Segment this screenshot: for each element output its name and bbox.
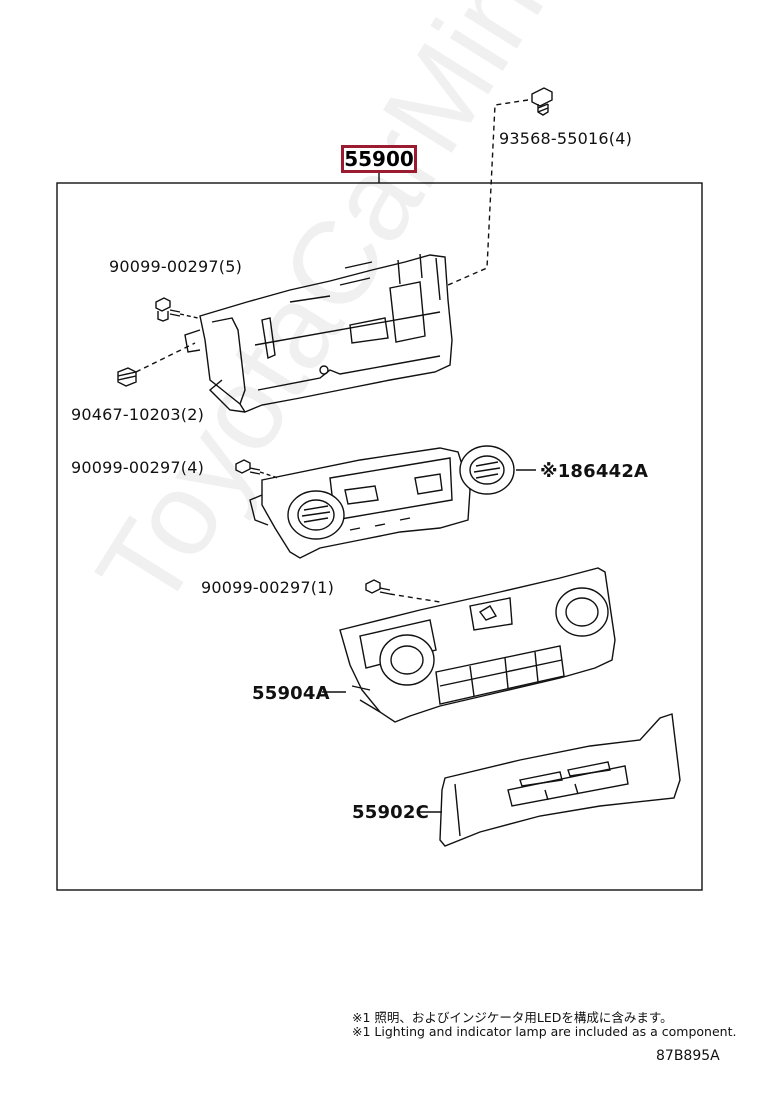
callout-bezel[interactable]: 55902C (352, 802, 430, 823)
assembly-part-number[interactable]: 55900 (341, 145, 417, 173)
pin-bracket-icon (117, 367, 137, 387)
callout-screw-top[interactable]: 93568-55016(4) (499, 129, 633, 148)
callout-screw-panel[interactable]: 90099-00297(1) (201, 578, 335, 597)
note-english: ※1 Lighting and indicator lamp are inclu… (352, 1024, 737, 1039)
callout-pin-bracket[interactable]: 90467-10203(2) (71, 405, 205, 424)
screw-board-icon (235, 459, 261, 475)
screw-panel-icon (365, 579, 391, 595)
bracket-drawing (184, 253, 453, 413)
bezel-drawing (420, 713, 681, 847)
note-japanese: ※1 照明、およびインジケータ用LEDを構成に含みます。 (352, 1010, 673, 1025)
callout-panel[interactable]: 55904A (252, 683, 330, 704)
panel-left-knob (379, 634, 435, 686)
board-drawing (249, 445, 515, 559)
panel-right-knob (555, 587, 609, 637)
callout-screw-board[interactable]: 90099-00297(4) (71, 458, 205, 477)
screw-top-icon (531, 87, 553, 116)
panel-drawing (339, 567, 616, 723)
callout-screw-bracket[interactable]: 90099-00297(5) (109, 257, 243, 276)
screw-bracket-icon (155, 297, 181, 322)
board-left-knob (287, 490, 345, 540)
diagram-id: 87B895A (656, 1048, 720, 1064)
callout-board[interactable]: ※186442A (540, 461, 649, 482)
